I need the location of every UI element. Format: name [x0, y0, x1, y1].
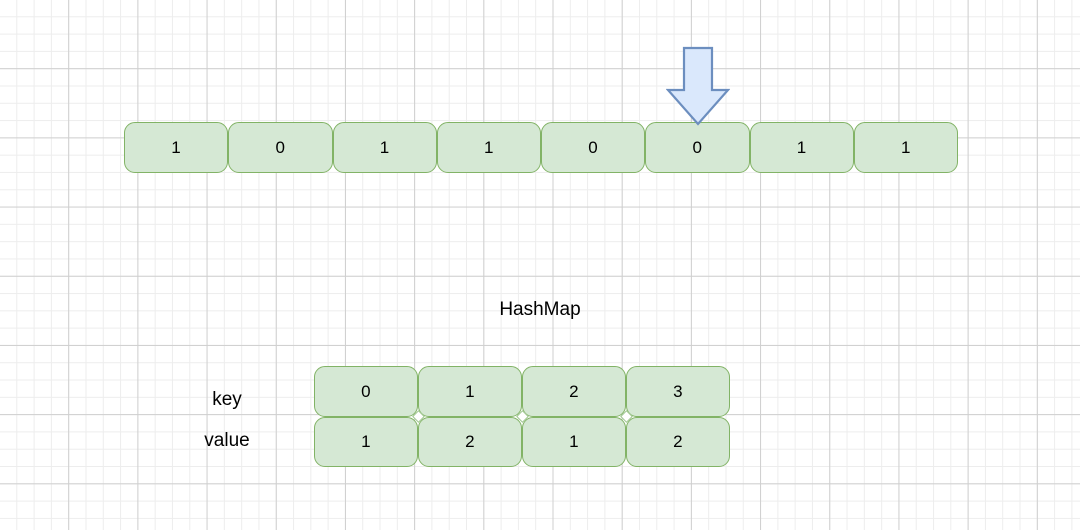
bit-array-cell-0-label: 1 — [171, 138, 181, 157]
bit-array-cell-6[interactable]: 1 — [749, 122, 854, 173]
bit-array-cell-3-label: 1 — [484, 138, 494, 157]
hashmap-key-cell-0[interactable]: 0 — [314, 366, 418, 417]
hashmap-value-cell-3[interactable]: 2 — [626, 416, 730, 467]
value-row-label: value — [204, 430, 250, 451]
hashmap-value-cell-0[interactable]: 1 — [314, 416, 418, 467]
bit-array-cell-2[interactable]: 1 — [332, 122, 437, 173]
hashmap-key-cell-1-label: 1 — [465, 381, 475, 401]
hashmap-title: HashMap — [499, 299, 581, 320]
bit-array-cell-2-label: 1 — [379, 138, 390, 157]
bit-array-cell-1[interactable]: 0 — [228, 122, 333, 173]
bit-array: 1 0 1 1 0 0 1 1 — [124, 122, 958, 173]
bit-array-cell-5[interactable]: 0 — [645, 122, 750, 173]
hashmap-key-cell-3[interactable]: 3 — [626, 366, 730, 417]
hashmap-key-cell-1[interactable]: 1 — [418, 366, 522, 417]
bit-array-cell-1-label: 0 — [275, 138, 286, 157]
hashmap-key-cell-3-label: 3 — [673, 381, 683, 401]
hashmap-table: 0 1 2 3 1 2 1 2 — [314, 366, 730, 467]
bit-array-cell-0[interactable]: 1 — [124, 122, 229, 173]
hashmap-value-cell-1-label: 2 — [465, 432, 475, 452]
hashmap-value-cell-0-label: 1 — [361, 432, 371, 452]
bit-array-cell-6-label: 1 — [796, 138, 807, 157]
bit-array-cell-7-label: 1 — [901, 138, 911, 157]
hashmap-value-cell-2-label: 1 — [569, 432, 579, 452]
hashmap-value-cell-3-label: 2 — [673, 432, 683, 452]
hashmap-value-cell-1[interactable]: 2 — [418, 416, 522, 467]
hashmap-key-cell-0-label: 0 — [361, 381, 371, 401]
hashmap-value-cell-2[interactable]: 1 — [522, 416, 626, 467]
hashmap-key-cell-2-label: 2 — [569, 381, 579, 401]
bit-array-cell-4-label: 0 — [588, 138, 598, 157]
bit-array-cell-5-label: 0 — [692, 138, 703, 157]
bit-array-cell-3[interactable]: 1 — [436, 122, 541, 173]
key-row-label: key — [212, 389, 242, 410]
hashmap-key-cell-2[interactable]: 2 — [522, 366, 626, 417]
arrow-down-icon — [666, 46, 730, 126]
bit-array-cell-7[interactable]: 1 — [853, 122, 958, 173]
bit-array-cell-4[interactable]: 0 — [541, 122, 646, 173]
